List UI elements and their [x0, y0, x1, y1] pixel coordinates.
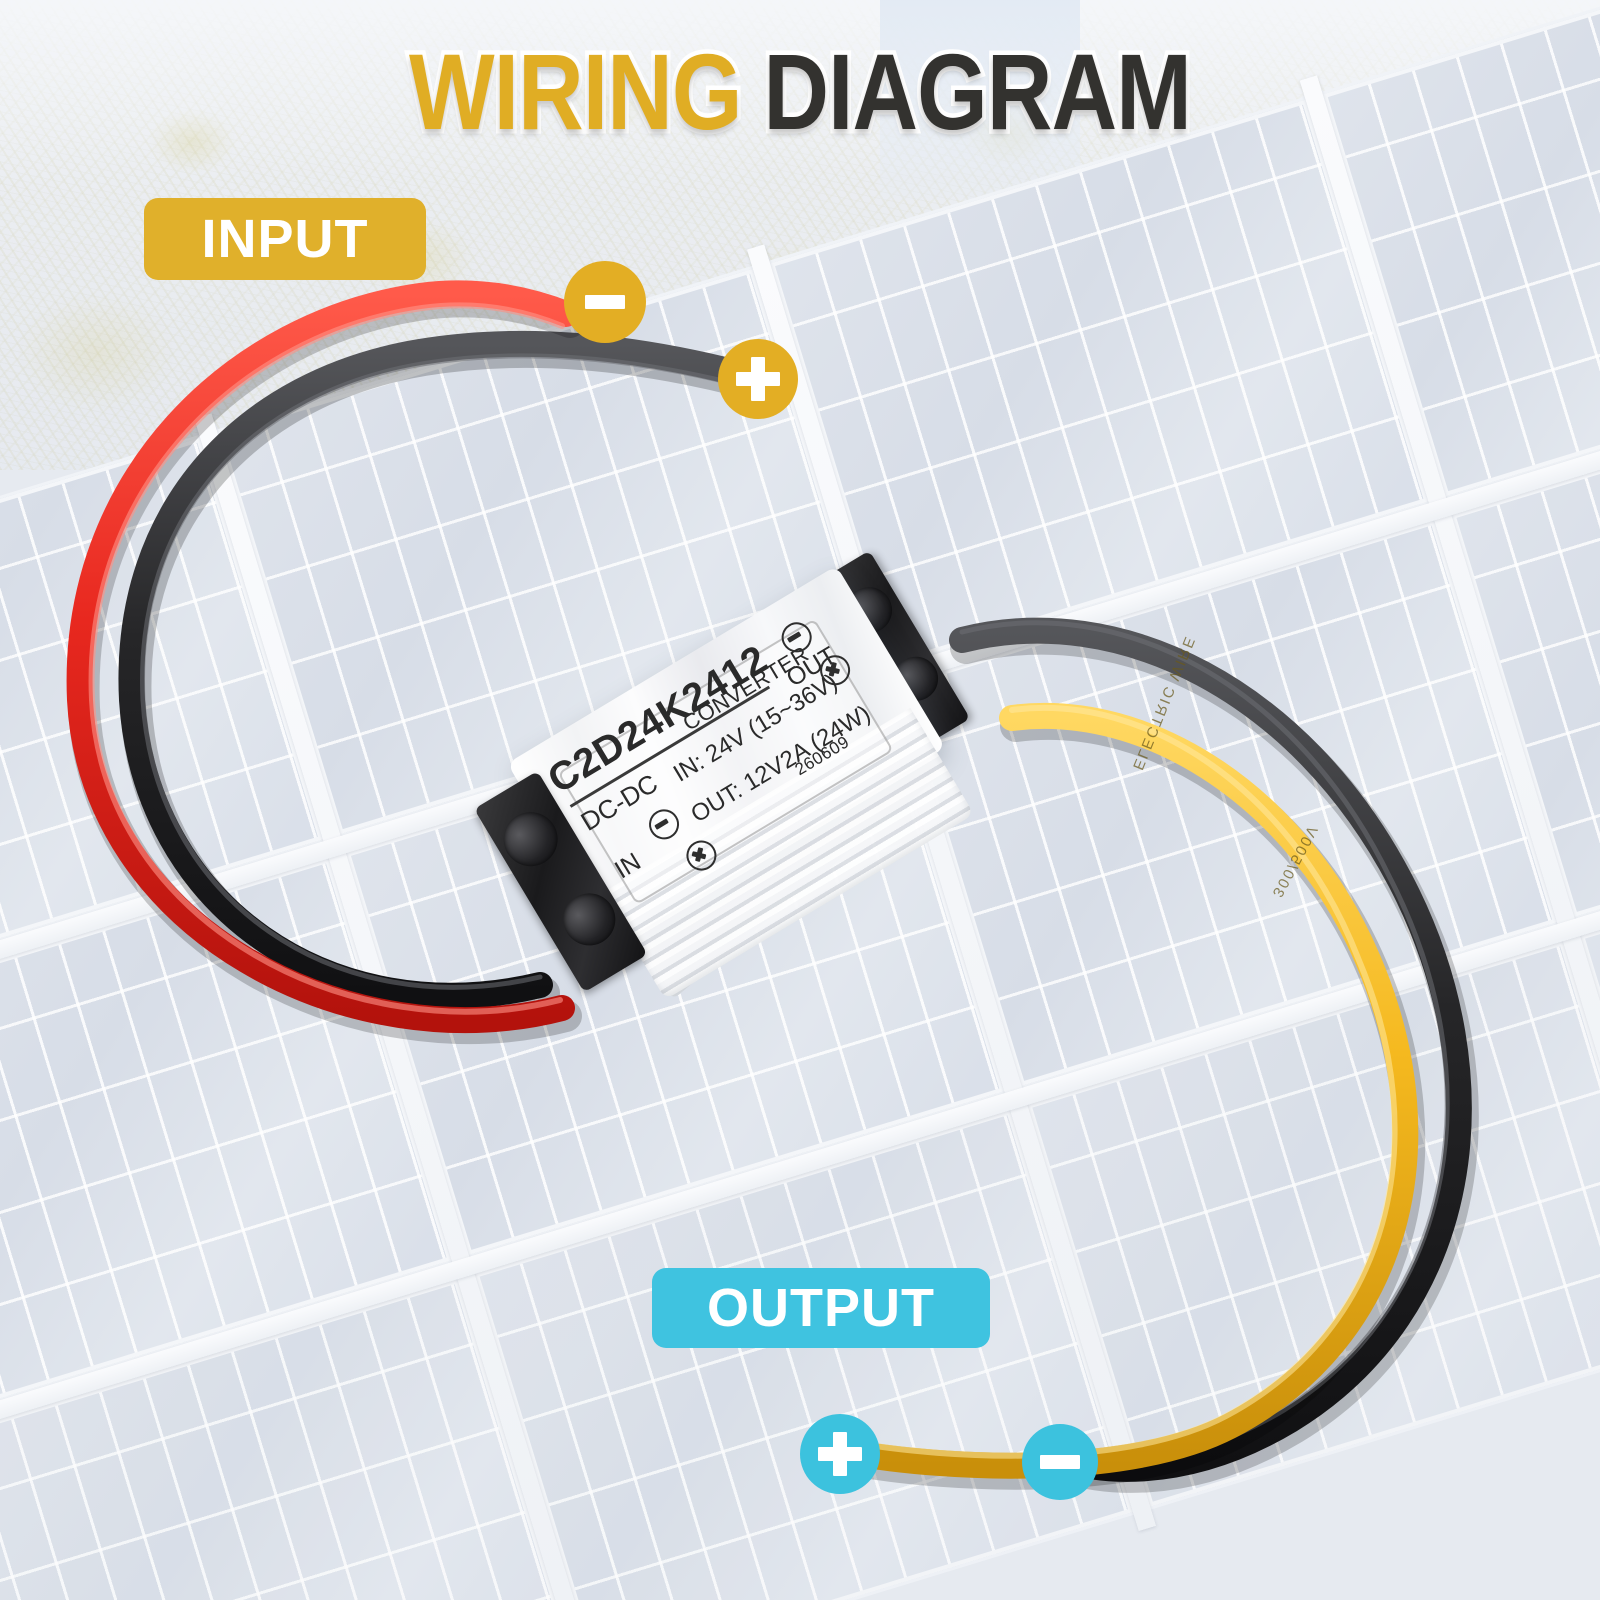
cable-gland [493, 802, 568, 877]
background-building [880, 0, 1080, 200]
output-negative-marker [1022, 1424, 1098, 1500]
wire-input-negative-highlight [88, 302, 565, 1015]
output-badge-label: OUTPUT [707, 1278, 935, 1338]
output-positive-marker [800, 1414, 880, 1494]
plus-icon [736, 357, 780, 401]
input-negative-marker [564, 261, 646, 343]
dc-dc-converter-module: C2D24K2412 CONVERTER DC-DC IN: 24V (15~3… [474, 546, 1017, 1046]
input-badge-label: INPUT [201, 209, 369, 269]
wire-output-negative [949, 617, 1472, 1482]
wire-input-negative [66, 280, 579, 1034]
wire-input-positive [118, 330, 769, 1009]
minus-icon [585, 295, 625, 309]
output-badge: OUTPUT [652, 1268, 990, 1348]
input-badge: INPUT [144, 198, 426, 280]
input-positive-marker [718, 339, 798, 419]
wire-input-positive-highlight [140, 353, 755, 990]
title-word-secondary: DIAGRAM [760, 31, 1196, 152]
minus-icon [1040, 1455, 1080, 1469]
title-word-primary: WIRING [405, 31, 746, 152]
plus-icon [818, 1432, 862, 1476]
